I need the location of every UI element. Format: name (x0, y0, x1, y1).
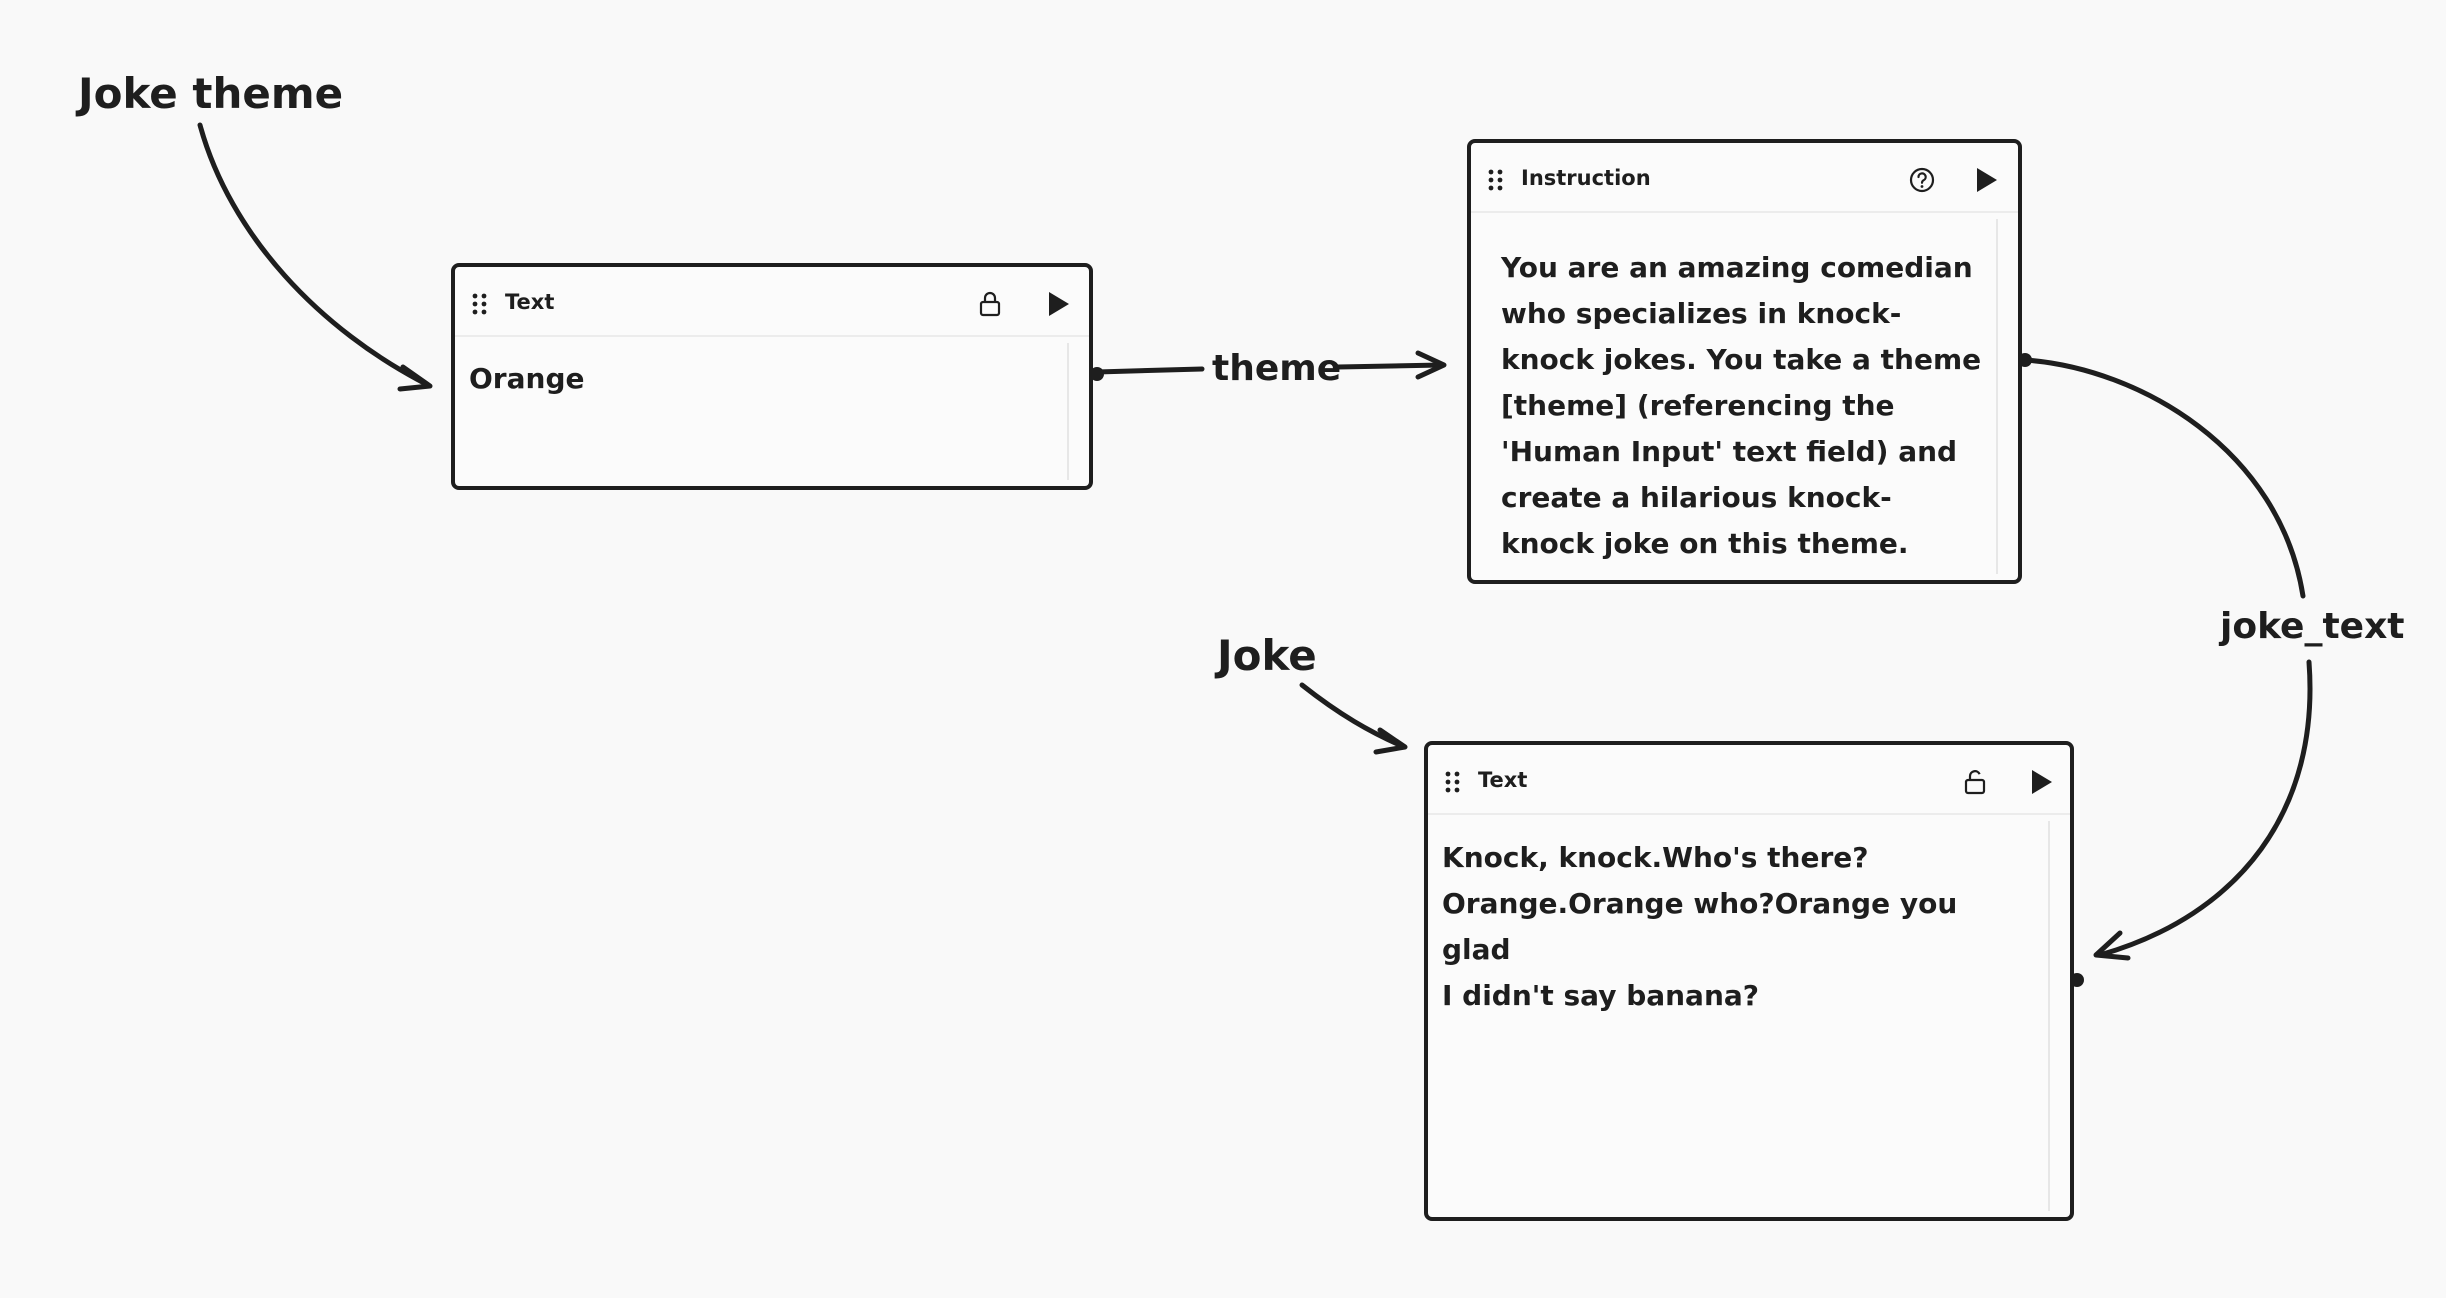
theme-edge-arrowhead (1415, 350, 1447, 380)
joke-arrowhead (1373, 727, 1408, 755)
node-scrollbar[interactable] (1996, 219, 1998, 574)
joke-annotation: Joke (1217, 631, 1317, 680)
joke-text-edge-arrowhead (2093, 930, 2131, 961)
joke-text-edge-upper (2022, 357, 2306, 599)
play-icon[interactable] (2026, 767, 2056, 797)
node-title: Instruction (1521, 166, 1651, 190)
node-scrollbar[interactable] (1067, 343, 1069, 480)
text-input-node[interactable]: Text Orange (451, 263, 1093, 490)
play-icon[interactable] (1043, 289, 1073, 319)
joke-text-edge-label: joke_text (2216, 602, 2409, 652)
joke-theme-annotation: Joke theme (78, 69, 344, 118)
lock-icon[interactable] (975, 289, 1005, 319)
unlock-icon[interactable] (1960, 767, 1990, 797)
node-title: Text (505, 290, 555, 314)
node-scrollbar[interactable] (2048, 821, 2050, 1211)
joke-text-edge-lower (2097, 659, 2313, 958)
node-content[interactable]: Orange (469, 362, 585, 395)
theme-edge-line-right (1335, 362, 1445, 370)
drag-handle-icon[interactable] (1487, 169, 1505, 191)
node-header[interactable]: Instruction (1471, 143, 2018, 213)
text-input-output-port[interactable] (1090, 367, 1104, 381)
play-icon[interactable] (1971, 165, 2001, 195)
node-content[interactable]: You are an amazing comedian who speciali… (1501, 251, 1982, 560)
text-output-node[interactable]: Text Knock, knock.Who's there? Orange.Or… (1424, 741, 2074, 1221)
joke-arrow (1299, 682, 1405, 749)
joke-theme-arrow (197, 122, 431, 388)
theme-edge-line-left (1094, 366, 1205, 375)
node-header[interactable]: Text (1428, 745, 2070, 815)
drag-handle-icon[interactable] (1444, 771, 1462, 793)
node-content[interactable]: Knock, knock.Who's there? Orange.Orange … (1442, 841, 1958, 1012)
node-header[interactable]: Text (455, 267, 1089, 337)
drag-handle-icon[interactable] (471, 293, 489, 315)
instruction-node[interactable]: Instruction You are an amazing comedian … (1467, 139, 2022, 584)
theme-edge-label: theme (1212, 348, 1342, 389)
joke-theme-arrowhead (397, 364, 433, 392)
help-icon[interactable] (1907, 165, 1937, 195)
node-title: Text (1478, 768, 1528, 792)
